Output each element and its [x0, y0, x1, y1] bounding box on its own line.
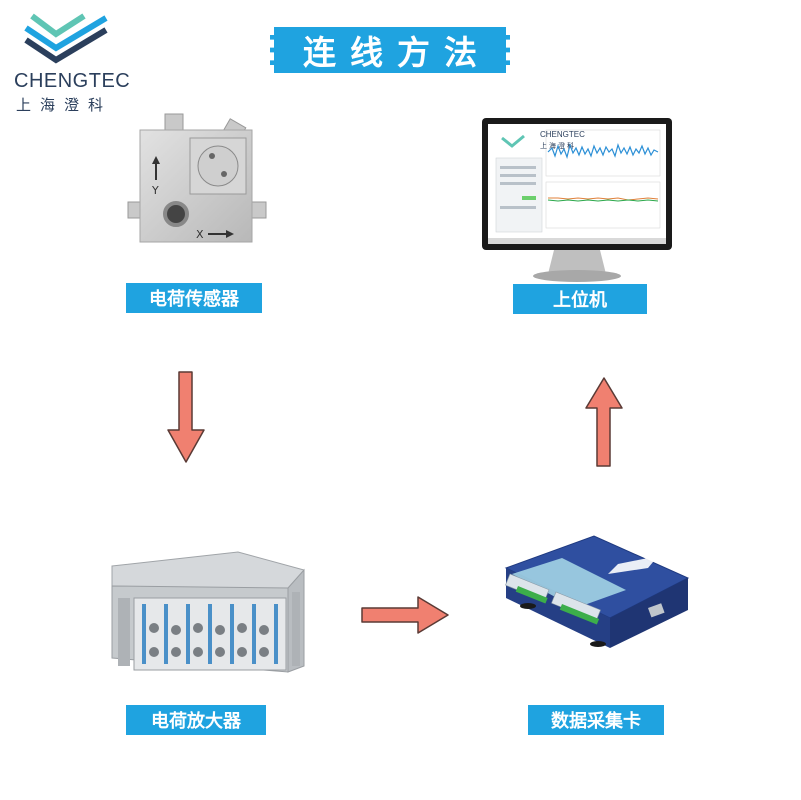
svg-text:X: X [196, 228, 204, 241]
page-title: 连线方法 [303, 33, 491, 72]
amplifier-label: 电荷放大器 [126, 705, 266, 735]
arrow-right-icon [361, 596, 449, 634]
title-banner: 连线方法 [270, 27, 510, 73]
charge-amplifier-image [111, 551, 305, 673]
svg-text:Y: Y [151, 184, 159, 197]
arrow-up-icon [585, 377, 623, 467]
charge-sensor-image: Y X [127, 113, 267, 243]
chengtec-logo-icon [24, 13, 108, 64]
daq-label: 数据采集卡 [528, 705, 664, 735]
daq-card-image [504, 535, 690, 648]
logo-name-cn: 上海澄科 [16, 97, 113, 114]
host-computer-image [482, 118, 672, 282]
sensor-label: 电荷传感器 [126, 283, 262, 313]
arrow-down-icon [167, 371, 205, 463]
logo-name-en: CHENGTEC [14, 70, 131, 92]
host-label: 上位机 [513, 284, 647, 314]
host-screen-brand-en: CHENGTEC [540, 130, 585, 139]
host-screen-brand-cn: 上海澄科 [540, 142, 576, 150]
